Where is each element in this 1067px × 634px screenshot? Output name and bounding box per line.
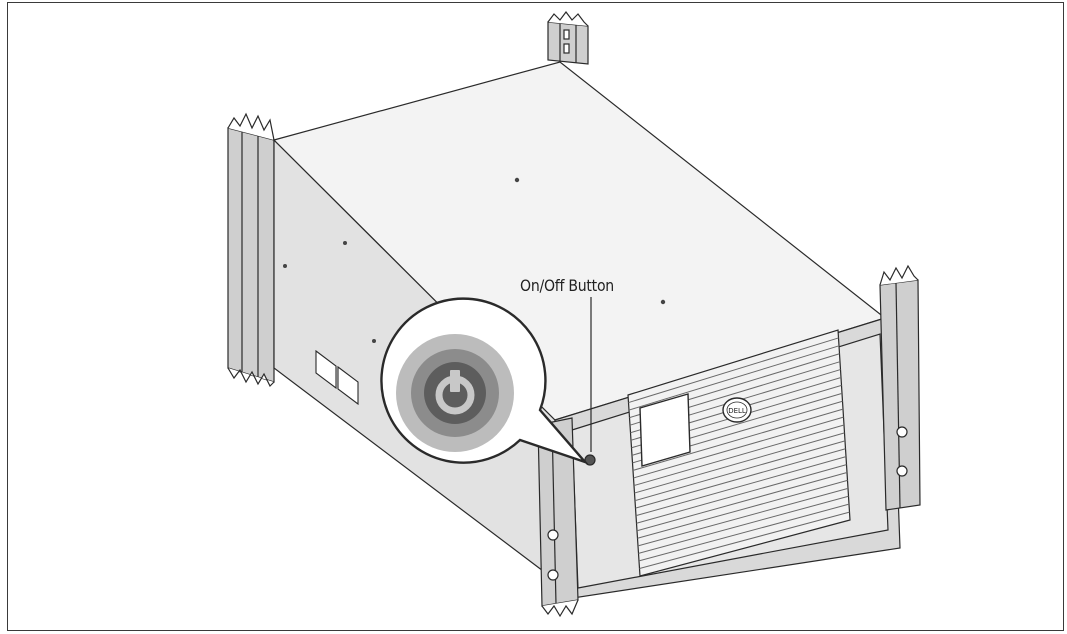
grille-line	[638, 495, 849, 554]
grille-line	[634, 432, 845, 494]
rear-left-rack-rail	[227, 112, 275, 388]
grille-line	[637, 487, 849, 547]
grille-line	[628, 337, 839, 404]
grille-line	[637, 479, 848, 539]
grille-line	[636, 464, 847, 524]
front-display-window	[639, 393, 691, 467]
grille-line	[632, 408, 844, 471]
chassis-screws	[283, 177, 666, 343]
side-vents	[315, 349, 359, 406]
grille-line	[635, 456, 847, 517]
rear-right-rack-rail	[547, 11, 589, 65]
power-button	[584, 454, 596, 466]
grille-line	[635, 448, 846, 509]
grille-line	[638, 503, 850, 562]
grille-line	[628, 345, 840, 411]
grille-line	[633, 424, 845, 486]
front-right-rack-rail	[879, 264, 921, 511]
grille-line	[634, 440, 846, 502]
front-grille	[628, 337, 850, 569]
svg-text:DELL: DELL	[728, 407, 746, 415]
grille-line	[633, 416, 844, 479]
power-button-icon	[396, 334, 514, 452]
on-off-button-label: On/Off Button	[520, 276, 614, 295]
front-left-rack-rail	[537, 417, 579, 618]
grille-line	[639, 511, 850, 569]
dell-logo-icon: DELL	[722, 397, 752, 423]
grille-line	[636, 472, 848, 532]
